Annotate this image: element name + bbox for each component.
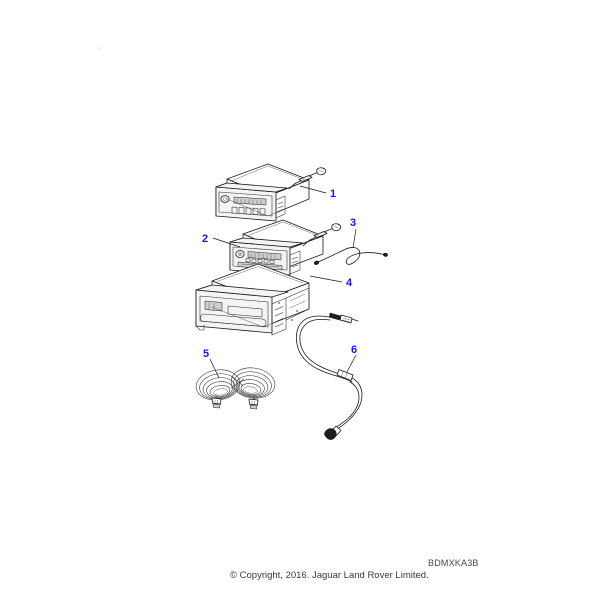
callout-number-1: 1 <box>330 188 336 200</box>
callout-number-4: 4 <box>346 277 353 289</box>
callout-leader-1 <box>299 185 327 194</box>
callout-number-5: 5 <box>203 348 209 360</box>
callout-leader-6 <box>346 354 357 373</box>
part-1-radio-head-unit-upper <box>215 163 327 222</box>
callout-leader-3 <box>352 228 357 249</box>
page-artifact-speck <box>98 47 101 50</box>
drawing-code: BDMXKA3B <box>428 558 479 568</box>
copyright-notice: © Copyright, 2016. Jaguar Land Rover Lim… <box>230 570 429 581</box>
callout-number-2: 2 <box>202 233 208 245</box>
callout-number-3: 3 <box>350 217 356 229</box>
part-2-radio-head-unit-middle <box>229 219 342 276</box>
callout-leader-5 <box>209 358 220 379</box>
callout-leader-4 <box>309 275 343 283</box>
callout-number-6: 6 <box>351 344 357 356</box>
callout-leader-2 <box>212 237 241 248</box>
part-6-antenna-lead <box>295 312 363 440</box>
part-4-radio-chassis-lower <box>195 263 310 336</box>
part-3-microphone-lead <box>313 247 388 265</box>
part-5-coiled-extension-cable <box>195 367 276 410</box>
